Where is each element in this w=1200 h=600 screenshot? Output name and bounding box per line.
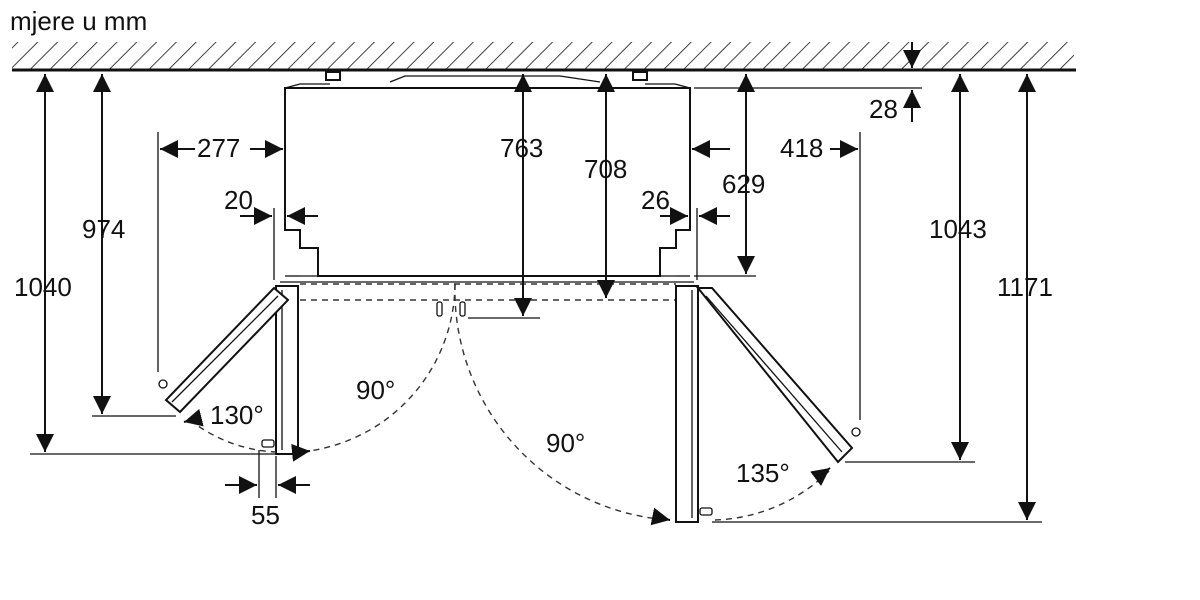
angle-labels: 130° 90° 90° 135°	[210, 375, 790, 488]
dim-763: 763	[500, 133, 543, 163]
left-door-130	[158, 286, 290, 414]
dim-277: 277	[197, 133, 240, 163]
dim-629: 629	[722, 169, 765, 199]
angle-90-right: 90°	[546, 428, 585, 458]
dim-26: 26	[641, 185, 670, 215]
dim-20: 20	[224, 185, 253, 215]
dim-708: 708	[584, 154, 627, 184]
dim-974: 974	[82, 214, 125, 244]
dim-55: 55	[251, 500, 280, 530]
right-door-90	[675, 285, 713, 523]
closed-door-outline	[300, 283, 676, 317]
angle-135: 135°	[736, 458, 790, 488]
angle-130: 130°	[210, 400, 264, 430]
dimension-lines	[30, 42, 1042, 523]
left-door-90	[261, 285, 299, 455]
fridge-body	[280, 71, 694, 283]
dim-1040: 1040	[14, 272, 72, 302]
right-door-135	[695, 287, 861, 464]
dim-28: 28	[869, 94, 898, 124]
dim-418: 418	[780, 133, 823, 163]
wall	[12, 42, 1076, 72]
swing-arcs	[183, 283, 831, 526]
dim-1043: 1043	[929, 214, 987, 244]
dim-1171: 1171	[997, 272, 1053, 302]
angle-90-left: 90°	[356, 375, 395, 405]
units-caption: mjere u mm	[10, 6, 147, 36]
dimension-labels: 277 418 20 26 763 708 629 28 974 1040 10…	[14, 94, 1053, 530]
